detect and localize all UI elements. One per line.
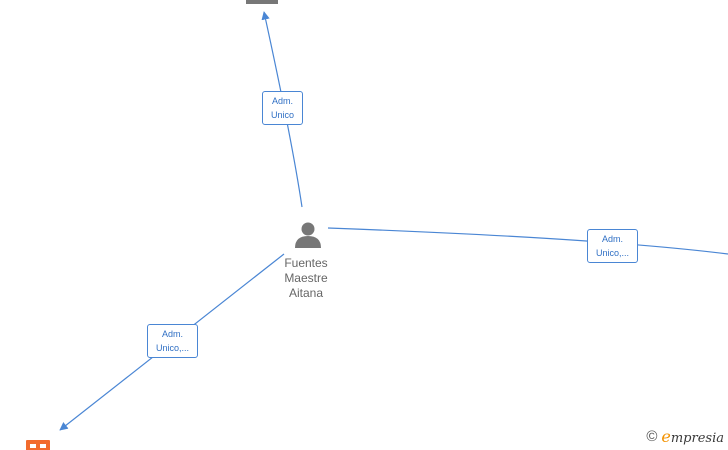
- edge-label-right[interactable]: Adm. Unico,...: [587, 229, 638, 263]
- copyright-icon: ©: [646, 428, 658, 445]
- person-name-line-3: Aitana: [288, 286, 324, 300]
- company-icon[interactable]: [26, 440, 50, 450]
- person-name-label[interactable]: Fuentes Maestre Aitana: [270, 256, 342, 301]
- edge-label-bottom-left-line-2: Unico,...: [155, 343, 189, 353]
- person-name-line-2: Maestre: [284, 271, 328, 285]
- brand-logo-rest: mpresia: [670, 431, 724, 446]
- person-icon[interactable]: [295, 222, 321, 249]
- edge-label-top-line-2: Unico: [270, 110, 294, 120]
- edge-label-bottom-left-line-1: Adm.: [161, 329, 183, 339]
- edge-person-to-right: [327, 227, 728, 255]
- edge-label-bottom-left[interactable]: Adm. Unico,...: [147, 324, 198, 358]
- brand-logo-initial: e: [661, 427, 671, 446]
- edge-label-top-line-1: Adm.: [271, 96, 293, 106]
- person-name-line-1: Fuentes: [284, 256, 328, 270]
- brand-watermark: © empresia: [646, 427, 724, 446]
- edge-label-top[interactable]: Adm. Unico: [262, 91, 303, 125]
- edge-label-right-line-1: Adm.: [601, 234, 623, 244]
- building-icon[interactable]: [246, 0, 278, 4]
- brand-logo: empresia: [661, 427, 724, 446]
- edge-label-right-line-2: Unico,...: [595, 248, 629, 258]
